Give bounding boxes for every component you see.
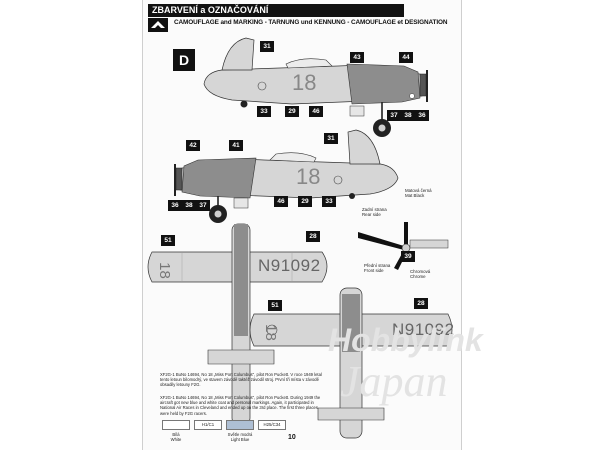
- note-czech: XF2G-1 BuNo 14694, No 18 „Miss Port Colu…: [160, 372, 322, 388]
- callout: 36: [415, 110, 429, 121]
- swatch-label-light-blue: Světle modrá Light Blue: [227, 432, 253, 442]
- callout: 41: [229, 140, 243, 151]
- callout: 28: [414, 298, 428, 309]
- registration-top-plan: N91092: [258, 256, 321, 275]
- page-subtitle: CAMOUFLAGE and MARKING - TARNUNG und KEN…: [174, 19, 448, 26]
- watermark-line1: Hobbylink: [328, 322, 483, 358]
- aircraft-drawings: [147, 37, 453, 439]
- fuselage-number-mid: 18: [296, 164, 321, 189]
- top-plan-view: [147, 223, 328, 425]
- callout: 44: [399, 52, 413, 63]
- prop-label-hub: Chromová Chrome: [410, 269, 431, 279]
- prop-label-tip: Matová černá Mat Black: [405, 188, 432, 198]
- callout: 37: [387, 110, 401, 121]
- callout: 28: [306, 231, 320, 242]
- callout: 37: [196, 200, 210, 211]
- prop-label-front: Přední strana Front side: [364, 263, 391, 273]
- scheme-letter-badge: D: [173, 49, 195, 71]
- callout: 38: [401, 110, 415, 121]
- scheme-notes: XF2G-1 BuNo 14694, No 18 „Miss Port Colu…: [160, 372, 322, 416]
- prop-label-rear: Zadní strana Rear side: [362, 207, 387, 217]
- bottom-plan-view: [249, 287, 453, 439]
- wing-number-bottom-plan: 18: [261, 324, 279, 341]
- callout: 29: [298, 196, 312, 207]
- brand-logo-icon: [148, 18, 168, 32]
- callout: 46: [274, 196, 288, 207]
- callout: 43: [350, 52, 364, 63]
- registration-bottom-plan: N91092: [392, 320, 455, 339]
- swatch-light-blue-code: H25/C34: [258, 420, 286, 430]
- callout: 38: [182, 200, 196, 211]
- fuselage-number-top: 18: [292, 70, 317, 95]
- swatch-light-blue: [226, 420, 254, 430]
- callout: 39: [401, 251, 415, 262]
- wing-number-top-plan: 18: [155, 262, 173, 279]
- swatch-label-white: Bílá White: [170, 432, 182, 442]
- side-view-left: [174, 129, 399, 223]
- watermark-line2: Japan: [340, 357, 448, 406]
- callout: 33: [257, 106, 271, 117]
- callout: 33: [322, 196, 336, 207]
- callout: 31: [260, 41, 274, 52]
- swatch-white-code: H1/C1: [194, 420, 222, 430]
- page-number: 10: [288, 434, 296, 441]
- callout: 31: [324, 133, 338, 144]
- callout: 29: [285, 106, 299, 117]
- callout: 46: [309, 106, 323, 117]
- callout: 51: [268, 300, 282, 311]
- page-title: ZBARVENÍ a OZNAČOVÁNÍ: [148, 4, 404, 17]
- note-english: XF2G-1 BuNo 14694, No 18 „Miss Port Colu…: [160, 395, 321, 416]
- callout: 42: [186, 140, 200, 151]
- callout: 36: [168, 200, 182, 211]
- swatch-white: [162, 420, 190, 430]
- callout: 51: [161, 235, 175, 246]
- side-view-right: [203, 37, 428, 137]
